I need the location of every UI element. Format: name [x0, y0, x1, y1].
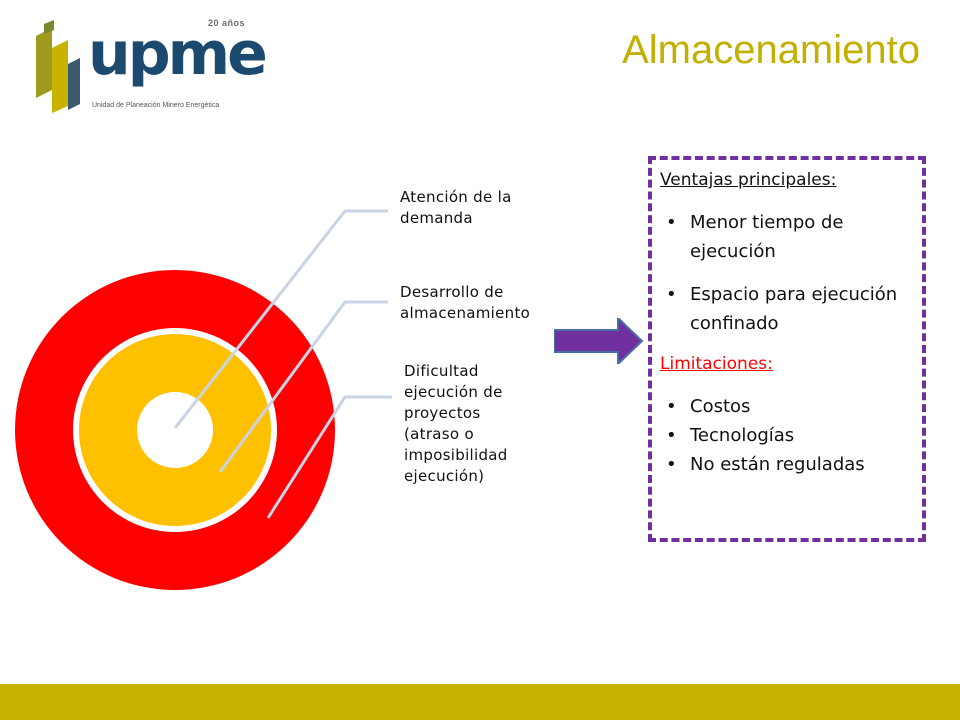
- diagram-label-storage: Desarrollo de almacenamiento: [400, 283, 531, 322]
- diagram-label-demand: Atención de la demanda: [400, 188, 512, 227]
- list-item: •Costos: [660, 392, 914, 421]
- list-item: •Menor tiempo de ejecución: [660, 208, 914, 266]
- advantages-heading: Ventajas principales:: [660, 170, 837, 190]
- list-item: •No están reguladas: [660, 450, 914, 479]
- bullet-icon: •: [666, 396, 677, 417]
- diagram-label-difficulty: Dificultad ejecución de proyectos (atras…: [404, 362, 508, 485]
- logo-subtitle: Unidad de Planeación Minero Energética: [92, 102, 220, 109]
- bullet-icon: •: [666, 212, 677, 233]
- logo-wordmark: upme: [88, 19, 268, 89]
- leader-line-3: [266, 395, 392, 519]
- upme-logo: upme 20 años Unidad de Planeación Minero…: [30, 18, 268, 118]
- list-item: •Espacio para ejecución confinado: [660, 280, 914, 338]
- leader-line-1: [173, 209, 388, 429]
- slide-title: Almacenamiento: [622, 28, 920, 72]
- leader-line-2: [218, 300, 388, 473]
- advantages-list: •Menor tiempo de ejecución •Espacio para…: [660, 208, 914, 338]
- target-diagram: [15, 209, 392, 590]
- advantages-panel: Ventajas principales: •Menor tiempo de e…: [648, 156, 926, 542]
- right-arrow-icon: [554, 318, 644, 364]
- logo-years: 20 años: [208, 18, 246, 28]
- list-item: •Tecnologías: [660, 421, 914, 450]
- footer-bar: [0, 684, 960, 720]
- inner-core: [142, 397, 208, 463]
- limitations-list: •Costos •Tecnologías •No están reguladas: [660, 392, 914, 479]
- upme-logo-mark-icon: [36, 20, 80, 113]
- bullet-icon: •: [666, 425, 677, 446]
- bullet-icon: •: [666, 454, 677, 475]
- bullet-icon: •: [666, 284, 677, 305]
- limitations-heading: Limitaciones:: [660, 354, 773, 374]
